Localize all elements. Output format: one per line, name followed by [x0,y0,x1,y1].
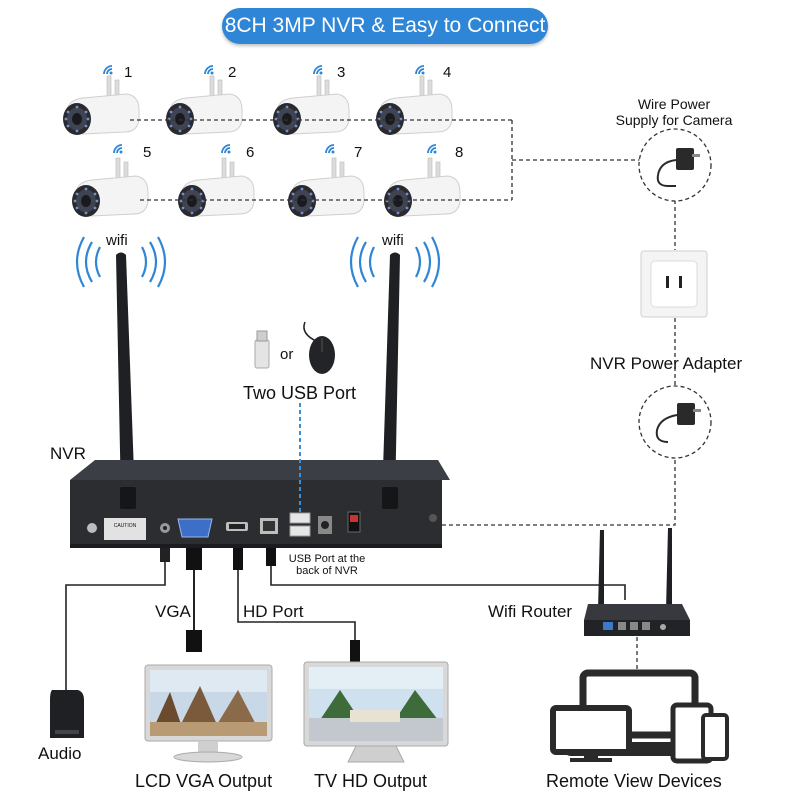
wire-power-label-line1: Wire Power [637,96,711,112]
camera-1 [62,75,140,136]
wifi-label-left: wifi [106,232,128,249]
vga-cable [186,548,202,652]
camera-power-wiring [130,119,676,526]
wifi-signal-icon [103,65,114,76]
wifi-router-label: Wifi Router [488,602,573,621]
phone-icon [701,713,729,761]
router-icon [584,528,690,636]
wire-power-label-line2: Supply for Camera [615,112,733,128]
camera-7 [287,157,365,218]
lan-cable [266,548,626,600]
camera-number: 4 [443,64,452,81]
caution-sticker: CAUTION [114,523,137,529]
usb-stick-icon [254,330,270,369]
wifi-signal-icon [75,236,167,288]
audio-label: Audio [38,744,82,763]
camera-number: 3 [337,64,346,81]
camera-number: 5 [143,144,152,161]
usb-back-label: USB Port at the back of NVR [280,553,374,577]
camera-6 [177,157,255,218]
wifi-signal-icon [427,144,438,155]
wifi-signal-icon [313,65,324,76]
power-adapter-icon [638,128,712,202]
nvr-label: NVR [50,444,86,463]
wifi-signal-icon [221,144,232,155]
tv-hd-output-label: TV HD Output [314,771,428,791]
camera-number: 1 [124,64,133,81]
wifi-signal-icon [204,65,215,76]
camera-3 [272,75,350,136]
nvr-antenna-right [382,252,400,500]
tv-monitor [303,661,449,763]
mouse-icon [303,321,335,374]
page-title: 8CH 3MP NVR & Easy to Connect [222,8,548,44]
camera-number: 8 [455,144,464,161]
wifi-signal-icon [113,144,124,155]
camera-5 [71,157,149,218]
nvr-power-adapter-label: NVR Power Adapter [590,354,743,373]
vga-label: VGA [155,602,191,621]
usb-or-label: or [280,346,294,363]
nvr-unit: CAUTION [70,460,450,548]
camera-4 [375,75,453,136]
camera-number: 6 [246,144,255,161]
remote-view-devices-label: Remote View Devices [546,771,722,791]
lcd-monitor [144,664,273,763]
nvr-antenna-left [116,252,135,500]
usb-back-label-line1: USB Port at the [288,553,366,565]
wifi-signal-icon [415,65,426,76]
lcd-vga-output-label: LCD VGA Output [135,771,273,791]
hdmi-cable [233,548,360,662]
monitor-icon [550,705,632,762]
wire-power-label: Wire Power Supply for Camera [604,96,744,128]
camera-2 [165,75,243,136]
wifi-signal-icon [325,144,336,155]
camera-number: 7 [354,144,363,161]
camera-number: 2 [228,64,237,81]
audio-cable [65,560,166,690]
wifi-signal-icon [349,236,441,288]
camera-8 [383,157,461,218]
usb-back-label-line2: back of NVR [296,565,358,577]
speaker-icon [50,690,84,738]
wifi-label-right: wifi [382,232,404,249]
two-usb-port-label: Two USB Port [243,383,357,403]
hd-port-label: HD Port [243,602,304,621]
power-outlet-icon [640,250,708,318]
power-adapter-icon [638,385,712,459]
